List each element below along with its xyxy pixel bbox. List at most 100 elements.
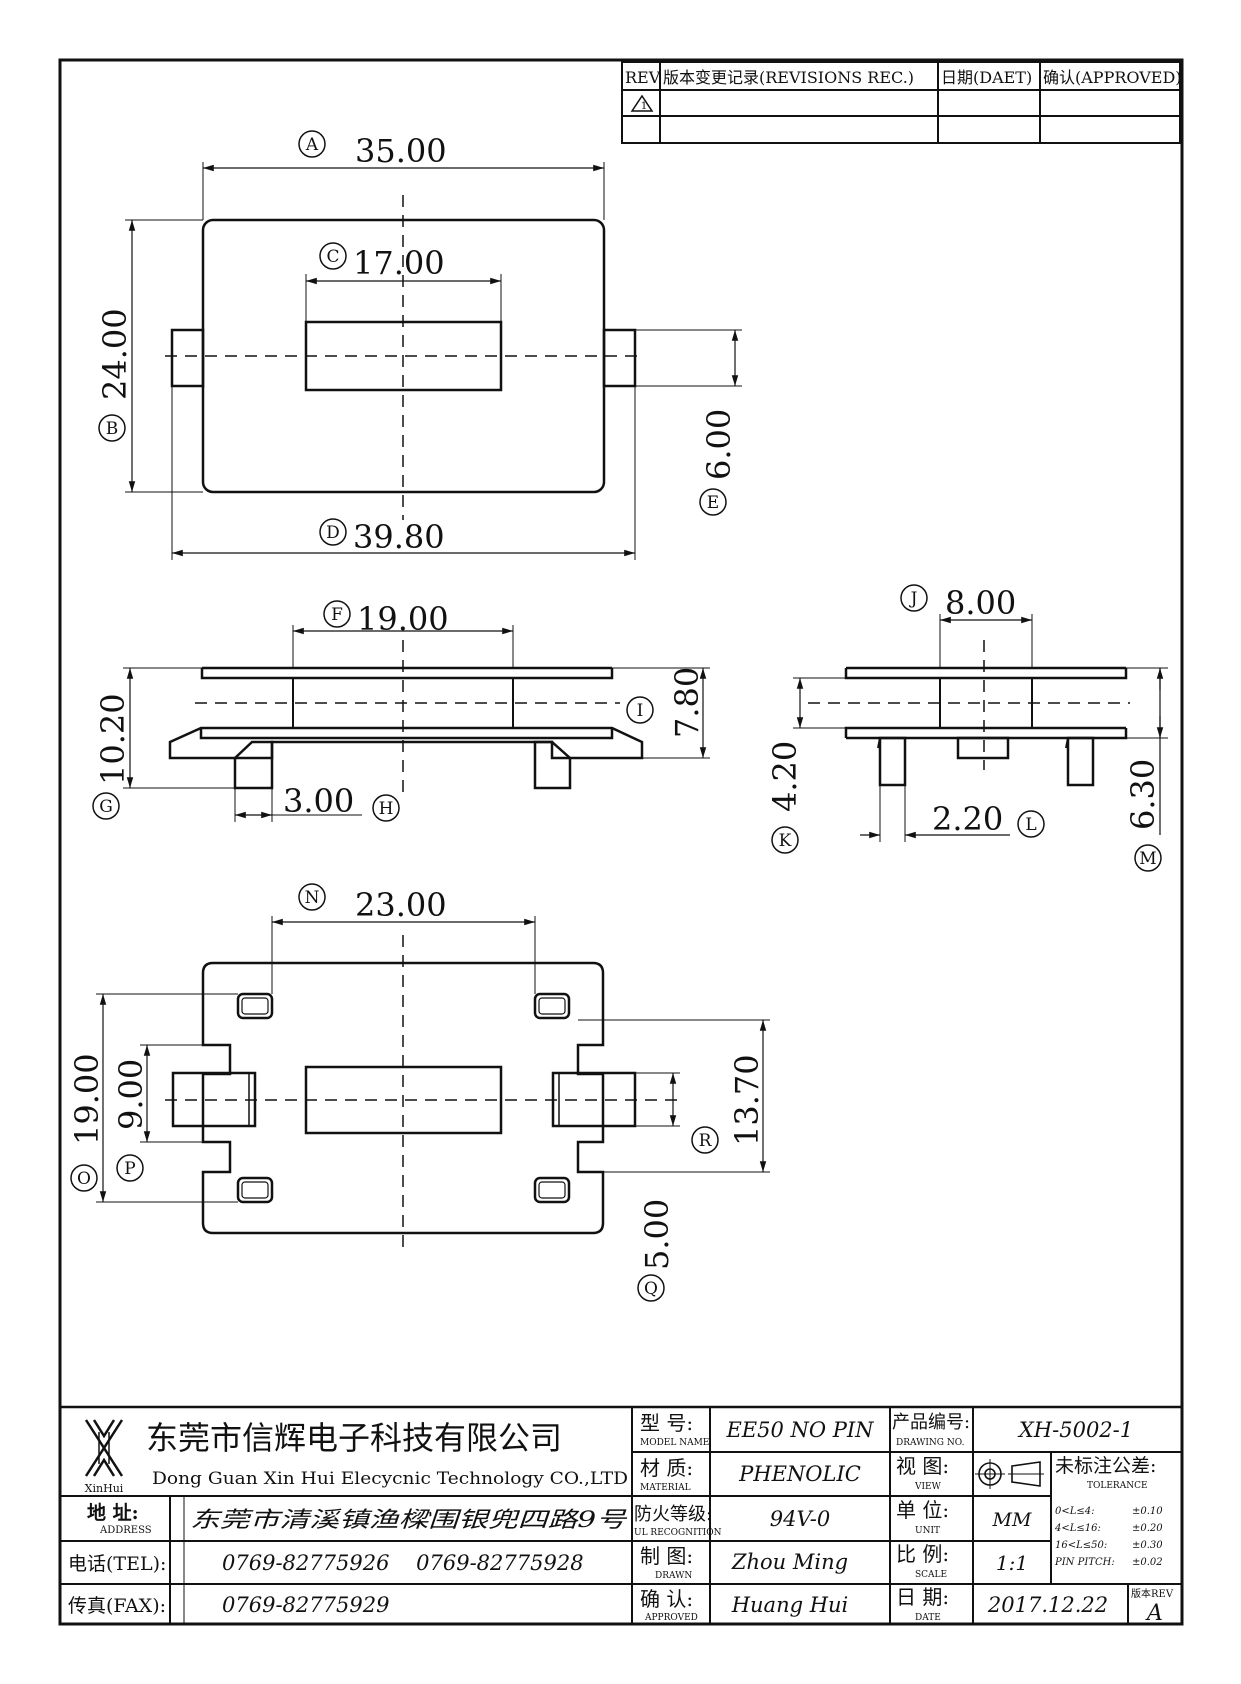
tolerance-value-3: ±0.30 — [1132, 1540, 1163, 1551]
dim-k-value: 4.20 — [766, 741, 804, 812]
dim-o-value: 19.00 — [68, 1053, 106, 1145]
label-circle-q — [637, 1274, 665, 1302]
bottom-view-foot-bl — [236, 1176, 274, 1204]
drawing-no-value: XH-5002-1 — [1017, 1418, 1133, 1442]
label-circle-j — [900, 584, 928, 612]
label-b: B — [106, 419, 119, 439]
drawn-label: 制 图: — [640, 1544, 693, 1568]
drawing-no-label: 产品编号: — [892, 1412, 970, 1433]
dim-c-value: 17.00 — [353, 244, 445, 282]
label-circle-a — [298, 130, 326, 158]
logo-text: XinHui — [85, 1482, 124, 1495]
label-i: I — [637, 701, 644, 721]
tolerance-range-4: PIN PITCH: — [1054, 1557, 1115, 1568]
dim-j-value: 8.00 — [945, 584, 1016, 622]
address-label-en: ADDRESS — [99, 1525, 152, 1536]
bottom-view — [96, 916, 770, 1250]
label-circle-p — [116, 1154, 144, 1182]
dim-h-value: 3.00 — [283, 782, 354, 820]
material-label-en: MATERIAL — [640, 1483, 691, 1493]
tolerance-value-4: ±0.02 — [1132, 1557, 1163, 1568]
tolerance-range-2: 4<L≤16: — [1054, 1523, 1101, 1534]
top-view — [125, 162, 742, 560]
unit-value: MM — [992, 1509, 1032, 1531]
dim-r-value: 13.70 — [728, 1054, 766, 1146]
label-circle-n — [298, 883, 326, 911]
label-a: A — [305, 135, 319, 155]
tolerance-range-1: 0<L≤4: — [1055, 1506, 1095, 1517]
label-k: K — [779, 831, 792, 851]
label-circle-k — [771, 826, 799, 854]
bottom-view-foot-tl — [236, 992, 274, 1020]
material-label: 材 质: — [640, 1456, 693, 1480]
model-label-en: MODEL NAME — [640, 1438, 709, 1448]
approved-label: 确 认: — [640, 1587, 693, 1611]
label-circle-o — [70, 1164, 98, 1192]
drawn-label-en: DRAWN — [655, 1571, 692, 1581]
scale-value: 1:1 — [996, 1551, 1028, 1575]
tolerance-range-3: 16<L≤50: — [1055, 1540, 1107, 1551]
label-d: D — [326, 523, 340, 543]
rev-value: A — [1145, 1601, 1163, 1626]
dim-g-value: 10.20 — [94, 693, 132, 785]
side-view-center-pin — [956, 736, 1010, 760]
fax-label: 传真(FAX): — [68, 1595, 166, 1617]
scale-label-en: SCALE — [915, 1570, 947, 1580]
top-view-left-tab — [170, 328, 205, 388]
unit-label: 单 位: — [896, 1498, 949, 1522]
bottom-view-outline — [201, 961, 605, 1235]
date-value: 2017.12.22 — [987, 1593, 1108, 1617]
dim-l-value: 2.20 — [932, 800, 1003, 838]
label-r: R — [699, 1131, 713, 1151]
approved-label-en: APPROVED — [644, 1613, 698, 1623]
rev-header: REV. — [625, 68, 663, 87]
label-m: M — [1139, 849, 1156, 869]
label-circle-g — [92, 792, 120, 820]
label-circle-i — [626, 696, 654, 724]
projection-symbol-icon — [975, 1459, 1044, 1489]
material-value: PHENOLIC — [738, 1462, 861, 1486]
dim-m-value: 6.30 — [1124, 759, 1162, 830]
title-block — [60, 1405, 1182, 1624]
side-view-top-flange — [844, 666, 1128, 680]
flame-label: 防火等级: — [634, 1504, 712, 1525]
dim-a-value: 35.00 — [355, 132, 447, 170]
side-view-left-pin — [878, 736, 907, 787]
view-label-en: VIEW — [914, 1482, 942, 1492]
company-logo — [84, 1419, 124, 1477]
tel-label: 电话(TEL): — [68, 1553, 166, 1575]
approved-value: Huang Hui — [731, 1593, 849, 1617]
fax-value: 0769-82775929 — [222, 1593, 389, 1617]
address-value: 东莞市清溪镇渔樑围银兜四路9号 — [190, 1508, 627, 1533]
top-view-right-tab — [602, 328, 637, 388]
date-label-en: DATE — [915, 1613, 941, 1623]
label-n: N — [305, 888, 320, 908]
dim-e-value: 6.00 — [700, 409, 738, 480]
revisions-header: 版本变更记录(REVISIONS REC.) — [663, 68, 914, 87]
dim-i-value: 7.80 — [668, 667, 706, 738]
tolerance-value-2: ±0.20 — [1132, 1523, 1163, 1534]
sheet-border — [58, 58, 1184, 1626]
tolerance-label: 未标注公差: — [1055, 1455, 1156, 1477]
approved-header: 确认(APPROVED) — [1043, 68, 1182, 87]
front-view-left-foot — [233, 740, 274, 790]
flame-label-en: UL RECOGNITION — [634, 1528, 722, 1538]
label-h: H — [379, 799, 394, 819]
unit-label-en: UNIT — [915, 1526, 940, 1536]
address-label: 地 址: — [87, 1501, 139, 1524]
label-circle-b — [98, 414, 126, 442]
tel-values: 0769-82775926 0769-82775928 — [222, 1551, 584, 1575]
label-l: L — [1025, 815, 1036, 835]
label-o: O — [77, 1169, 91, 1189]
label-circle-h — [372, 794, 400, 822]
bottom-view-foot-br — [533, 1176, 571, 1204]
label-j: J — [909, 589, 918, 609]
label-p: P — [124, 1159, 135, 1179]
model-label: 型 号: — [640, 1411, 693, 1435]
company-name-en: Dong Guan Xin Hui Elecycnic Technology C… — [152, 1469, 628, 1489]
dim-b-value: 24.00 — [96, 308, 134, 400]
label-circle-c — [319, 242, 347, 270]
front-view-right-foot — [533, 740, 572, 790]
label-e: E — [707, 493, 719, 513]
date-label: 日 期: — [896, 1585, 949, 1609]
